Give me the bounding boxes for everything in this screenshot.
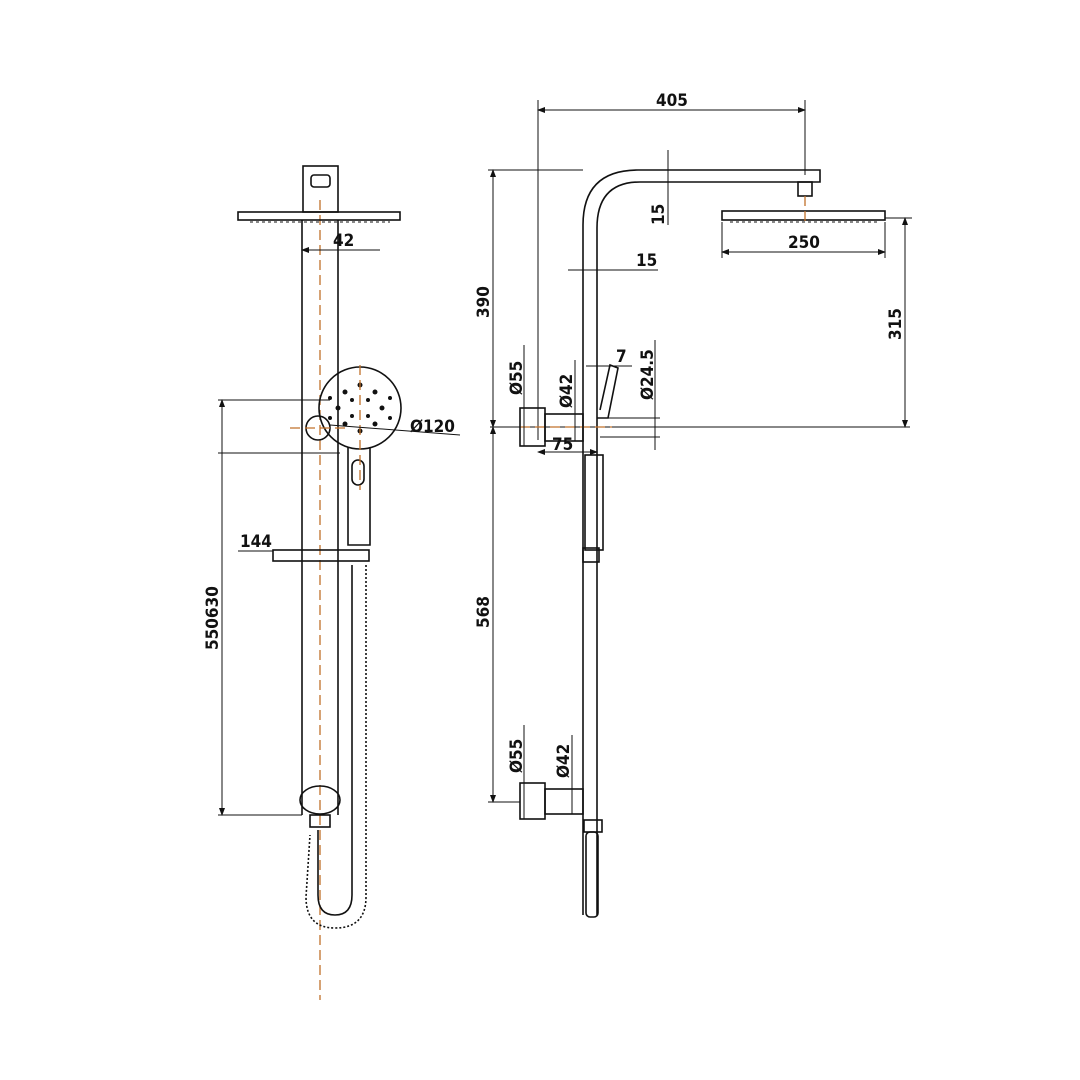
dim-label-390: 390 xyxy=(474,286,494,318)
dim-label-15-vert: 15 xyxy=(649,204,669,225)
hose-connector xyxy=(309,814,331,828)
dim-label-120: Ø120 xyxy=(410,417,455,437)
dim-label-144: 144 xyxy=(240,532,272,552)
dim-label-42: 42 xyxy=(333,231,354,251)
dim-label-7: 7 xyxy=(616,347,627,367)
dim-label-568: 568 xyxy=(474,596,494,628)
side-hand-shower xyxy=(597,363,619,419)
head-swivel xyxy=(310,174,331,188)
dim-label-15-horiz: 15 xyxy=(636,251,657,271)
upper-bracket-arm xyxy=(544,413,584,442)
dim-label-55-top: Ø55 xyxy=(507,361,527,395)
hose-outer xyxy=(317,565,353,916)
hand-shower-nozzles xyxy=(328,382,392,434)
dim-label-42-bottom: Ø42 xyxy=(554,744,574,778)
soap-shelf xyxy=(272,549,370,562)
riser-pipe xyxy=(582,169,821,915)
dim-label-42-top: Ø42 xyxy=(557,374,577,408)
dim-label-55-bottom: Ø55 xyxy=(507,739,527,773)
side-handset-body xyxy=(584,454,604,551)
dim-label-405: 405 xyxy=(656,91,688,111)
dim-label-250: 250 xyxy=(788,233,820,253)
dim-leader-120 xyxy=(329,424,461,436)
side-rain-head xyxy=(721,210,886,221)
side-hose xyxy=(585,831,599,918)
side-hose-connector xyxy=(583,819,603,833)
dim-label-24-5: Ø24.5 xyxy=(638,349,658,400)
rail-bottom-bracket xyxy=(299,785,341,815)
front-view: 42 Ø120 144 550630 xyxy=(203,165,461,1000)
handle-button xyxy=(351,459,365,486)
dim-label-rail: 550630 xyxy=(203,586,223,650)
hand-shower-handle xyxy=(347,447,371,546)
dim-label-75: 75 xyxy=(552,435,573,455)
side-view: 405 15 15 250 315 390 568 Ø55 Ø42 xyxy=(474,91,912,918)
hand-shower-head xyxy=(318,366,402,450)
arm-swivel xyxy=(797,181,813,197)
hose-inner xyxy=(305,565,367,929)
dim-label-315: 315 xyxy=(886,308,906,340)
lower-bracket-arm xyxy=(544,788,584,815)
rain-head-side xyxy=(237,211,401,221)
side-slider xyxy=(582,547,600,563)
